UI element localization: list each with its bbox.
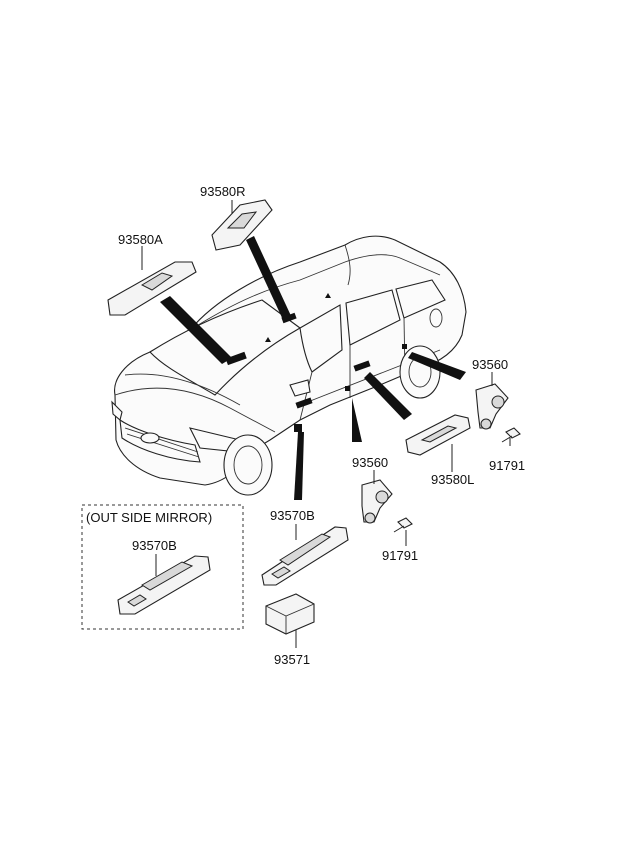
part-93571-module bbox=[265, 593, 315, 635]
part-93580R-switch bbox=[211, 199, 273, 251]
leader-lines bbox=[141, 200, 511, 648]
car-illustration bbox=[111, 235, 467, 496]
part-91791-left-screw bbox=[393, 517, 413, 533]
label-93560-right: 93560 bbox=[472, 357, 508, 372]
leader-wedges bbox=[160, 236, 466, 500]
label-91791-left: 91791 bbox=[382, 548, 418, 563]
part-93580A-switch bbox=[107, 261, 197, 316]
label-93570B-mirror: 93570B bbox=[132, 538, 177, 553]
label-91791-right: 91791 bbox=[489, 458, 525, 473]
part-93560-right-sensor bbox=[475, 383, 509, 430]
label-93571: 93571 bbox=[274, 652, 310, 667]
wedge-93560-left bbox=[352, 398, 362, 442]
part-93560-left-sensor bbox=[361, 479, 393, 524]
label-93580A: 93580A bbox=[118, 232, 163, 247]
label-mirror-group-title: (OUT SIDE MIRROR) bbox=[86, 510, 212, 525]
wedge-93580R bbox=[246, 236, 292, 322]
part-93580L-switch bbox=[405, 414, 471, 456]
part-91791-right-screw bbox=[501, 427, 521, 443]
mirror-group-box bbox=[81, 504, 244, 630]
label-93580L: 93580L bbox=[431, 472, 474, 487]
wedge-93560-right bbox=[408, 352, 466, 380]
wedge-93580L bbox=[364, 372, 412, 420]
label-93560-left: 93560 bbox=[352, 455, 388, 470]
part-93570B-mirror-switch bbox=[117, 555, 211, 615]
wedge-93580A bbox=[160, 296, 232, 364]
wedge-93570B bbox=[294, 432, 304, 500]
part-93570B-main-switch bbox=[261, 526, 349, 586]
label-93570B-main: 93570B bbox=[270, 508, 315, 523]
label-93580R: 93580R bbox=[200, 184, 246, 199]
